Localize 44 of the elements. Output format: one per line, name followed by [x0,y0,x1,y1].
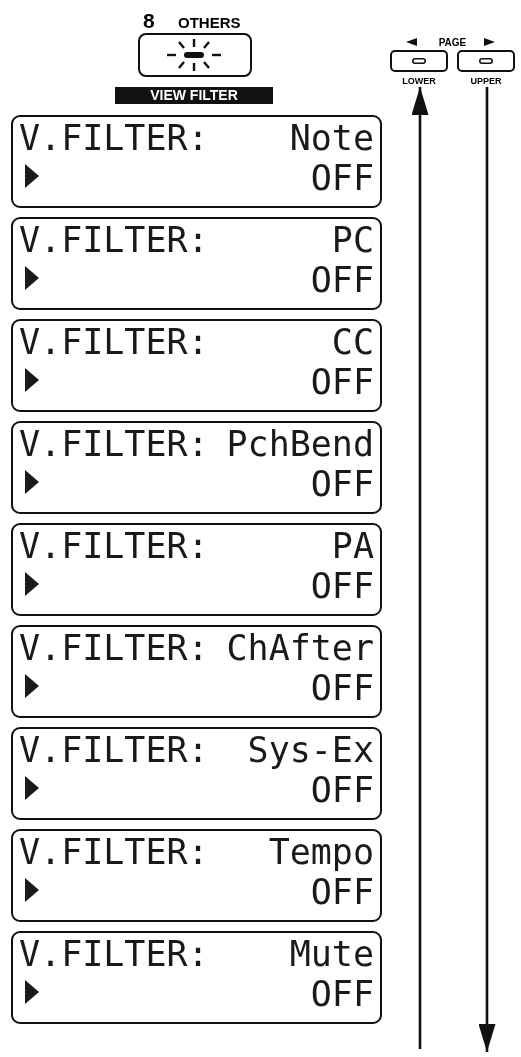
lcd-text: Sys-Ex [247,732,374,768]
function-label: VIEW FILTER [115,87,273,104]
lcd-text: ChAfter [226,630,374,666]
lcd-text: V.FILTER: [19,630,209,666]
lcd-text: Note [289,120,374,156]
lcd-text: PC [331,222,374,258]
lcd-text: V.FILTER: [19,528,209,564]
lcd-screen [11,625,382,718]
lcd-screen [11,931,382,1024]
lcd-text: OFF [310,568,374,604]
arrow [478,87,496,1052]
lcd-text: V.FILTER: [19,222,209,258]
lcd-text: OFF [310,160,374,196]
lcd-text: PA [331,528,374,564]
lcd-text: OFF [310,874,374,910]
lcd-screen [11,829,382,922]
lcd-text: V.FILTER: [19,426,209,462]
lcd-text: V.FILTER: [19,120,209,156]
button-label: UPPER [469,76,503,86]
lcd-screen [11,523,382,616]
lcd-text: OFF [310,364,374,400]
lcd-screen [11,421,382,514]
panel-label: PAGE [437,37,468,48]
lcd-text: PchBend [226,426,374,462]
lcd-screen [11,319,382,412]
lcd-text: V.FILTER: [19,834,209,870]
lcd-text: CC [331,324,374,360]
lcd-text: OFF [310,772,374,808]
lcd-text: OFF [310,976,374,1012]
lcd-text: OFF [310,262,374,298]
lcd-text: V.FILTER: [19,936,209,972]
button-label: LOWER [401,76,437,86]
lcd-screen [11,115,382,208]
lcd-text: OFF [310,670,374,706]
lcd-text: V.FILTER: [19,732,209,768]
button-label: OTHERS [178,15,241,30]
lcd-text: OFF [310,466,374,502]
lcd-screen [11,217,382,310]
lcd-screen [11,727,382,820]
lcd-text: V.FILTER: [19,324,209,360]
lcd-text: Tempo [268,834,374,870]
button-number: 8 [143,10,155,31]
lcd-text: Mute [289,936,374,972]
arrow [411,87,429,1049]
